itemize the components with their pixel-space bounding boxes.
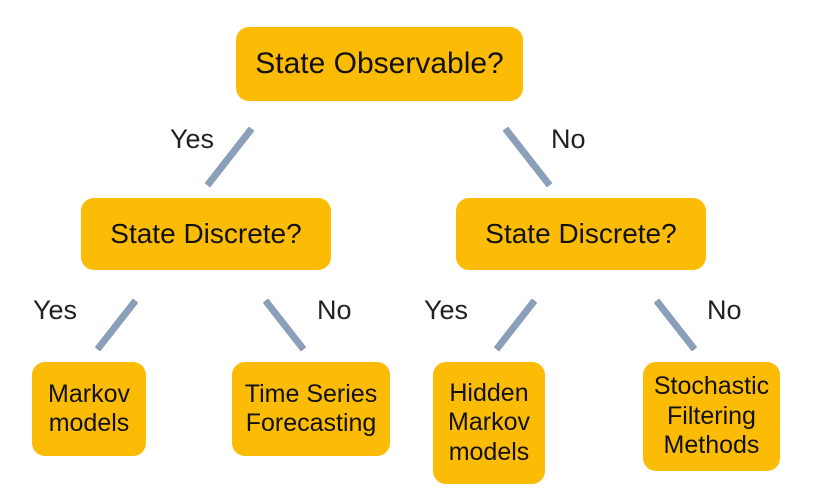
node-hidden-markov-models[interactable]: Hidden Markov models — [433, 362, 545, 484]
edge-label-left-no: No — [317, 295, 352, 325]
edge-left-yes — [94, 298, 139, 352]
node-markov-models[interactable]: Markov models — [32, 362, 146, 456]
edge-label-root-no: No — [551, 124, 586, 154]
node-state-observable[interactable]: State Observable? — [236, 27, 523, 101]
node-time-series-forecasting[interactable]: Time Series Forecasting — [232, 362, 390, 456]
edge-root-no — [502, 126, 553, 188]
node-stochastic-filtering-methods[interactable]: Stochastic Filtering Methods — [643, 362, 780, 471]
edge-label-root-yes: Yes — [170, 124, 215, 154]
edge-label-right-no: No — [707, 295, 742, 325]
edge-label-right-yes: Yes — [424, 295, 469, 325]
edge-left-no — [262, 298, 307, 352]
edge-right-yes — [493, 298, 538, 352]
edge-right-no — [653, 298, 698, 352]
node-state-discrete-left[interactable]: State Discrete? — [81, 198, 331, 270]
node-state-discrete-right[interactable]: State Discrete? — [456, 198, 706, 270]
edge-label-left-yes: Yes — [33, 295, 78, 325]
